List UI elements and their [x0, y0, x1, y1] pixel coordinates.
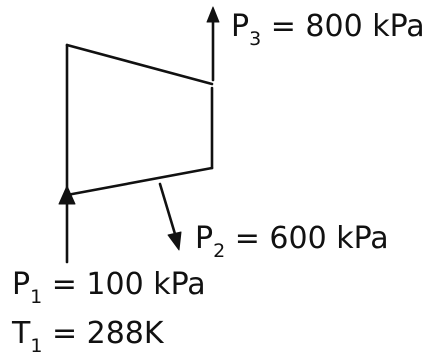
label-p3-rest: = 800 kPa	[261, 9, 425, 44]
label-p2-var: P	[195, 221, 213, 256]
label-p3-sub: 3	[249, 28, 261, 50]
label-p3: P3 = 800 kPa	[231, 9, 425, 50]
compressor-bottom-edge	[65, 166, 214, 197]
inlet-1-arrow	[58, 185, 76, 264]
label-p2-rest: = 600 kPa	[225, 221, 389, 256]
outlet-3-arrow-head	[206, 6, 220, 23]
label-p3-var: P	[231, 9, 249, 44]
label-p1: P1 = 100 kPa	[12, 267, 206, 308]
outlet-2-arrow-head	[167, 231, 182, 251]
label-t1: T1 = 288K	[11, 316, 165, 357]
outlet-2-arrow	[158, 182, 182, 251]
label-t1-var: T	[11, 316, 31, 351]
label-t1-rest: = 288K	[42, 316, 164, 351]
compressor-top-edge	[65, 43, 214, 86]
label-p2-sub: 2	[213, 240, 225, 262]
label-p1-var: P	[12, 267, 30, 302]
outlet-3-arrow	[206, 6, 220, 82]
label-p1-rest: = 100 kPa	[42, 267, 206, 302]
label-t1-sub: 1	[30, 335, 42, 357]
label-p2: P2 = 600 kPa	[195, 221, 389, 262]
inlet-1-arrow-head	[58, 185, 76, 205]
outlet-2-arrow-shaft	[158, 182, 177, 236]
compressor-body	[65, 43, 214, 197]
label-p1-sub: 1	[30, 286, 42, 308]
